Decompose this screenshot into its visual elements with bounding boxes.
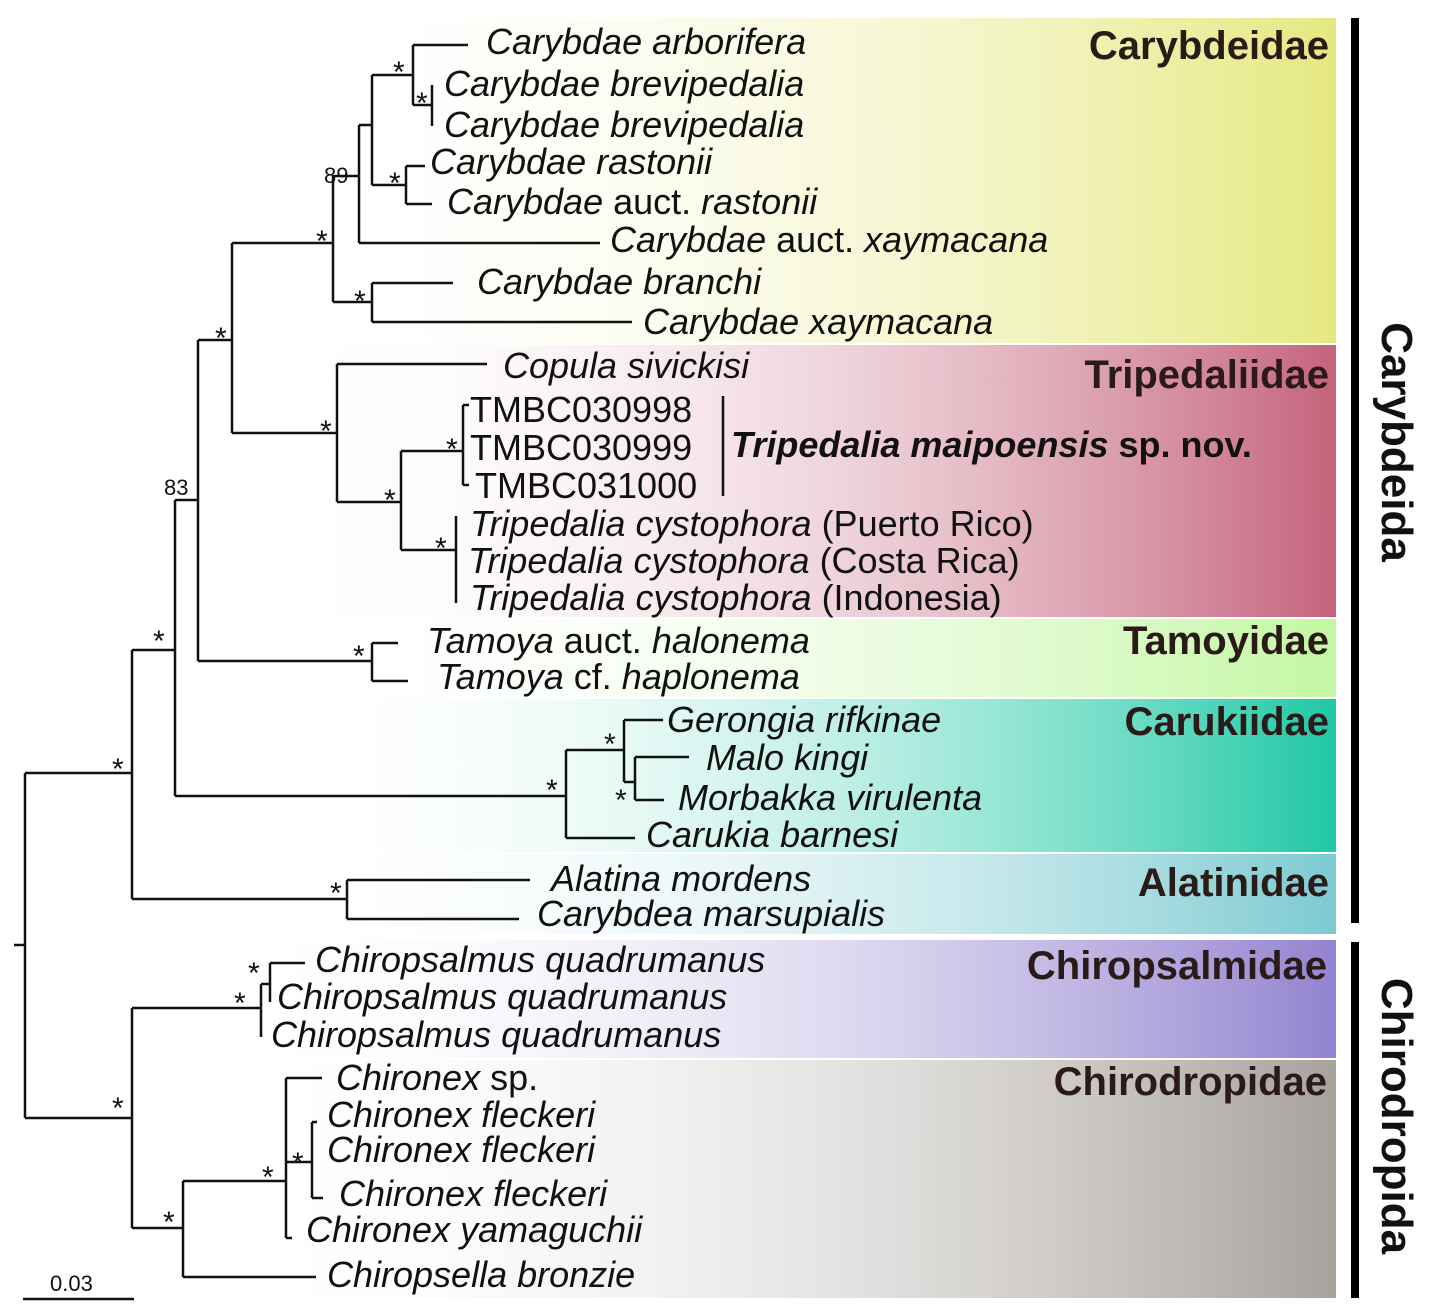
support-star: * (435, 532, 447, 565)
support-star: * (354, 285, 366, 318)
taxon-label: Carybdae rastonii (430, 141, 713, 182)
taxon-label: Carybdae branchi (477, 261, 762, 302)
taxon-label: Chiropsalmus quadrumanus (271, 1014, 721, 1055)
taxon-label: Carybdae arborifera (486, 21, 806, 62)
support-star: * (353, 640, 365, 673)
support-star: * (153, 625, 165, 658)
tamoyidae-band (280, 619, 1336, 697)
scale-bar-label: 0.03 (50, 1271, 93, 1296)
taxon-label: Carybdea marsupialis (537, 893, 885, 934)
taxon-label: Carybdae brevipedalia (444, 63, 804, 104)
support-star: * (234, 987, 246, 1020)
support-values: * * * 89 * * * * * * * 83 * * * * * * * … (112, 56, 627, 1239)
support-star: * (389, 167, 401, 200)
support-value-89: 89 (324, 163, 348, 188)
support-star: * (112, 753, 124, 786)
taxon-label: Chiropsalmus quadrumanus (277, 976, 727, 1017)
support-star: * (316, 225, 328, 258)
taxon-label: Copula sivickisi (503, 345, 750, 386)
support-star: * (416, 87, 428, 120)
carybdeidae-band (280, 18, 1336, 343)
taxon-label: Tripedalia cystophora (Costa Rica) (468, 540, 1020, 581)
new-species-label: Tripedalia maipoensis sp. nov. (731, 424, 1252, 465)
taxon-label: Tamoya auct. halonema (427, 620, 810, 661)
chirodropidae-band (230, 1060, 1336, 1298)
taxon-label: Tamoya cf. haplonema (437, 656, 800, 697)
family-label-tamoyidae: Tamoyidae (1123, 619, 1329, 663)
support-star: * (384, 484, 396, 517)
support-star: * (163, 1206, 175, 1239)
support-star: * (604, 728, 616, 761)
taxon-label: Chironex sp. (336, 1057, 538, 1098)
support-star: * (248, 957, 260, 990)
chirodropida-bar (1351, 942, 1359, 1298)
specimen-code: TMBC030999 (470, 427, 692, 468)
support-star: * (330, 877, 342, 910)
taxon-label: Chironex fleckeri (327, 1129, 596, 1170)
taxon-label: Gerongia rifkinae (667, 699, 941, 740)
support-star: * (546, 774, 558, 807)
order-label-chirodropida: Chirodropida (1372, 978, 1421, 1255)
taxon-label: Alatina mordens (549, 858, 811, 899)
support-value-83: 83 (164, 475, 188, 500)
support-star: * (112, 1092, 124, 1125)
taxon-label: Chironex fleckeri (339, 1173, 608, 1214)
family-labels: Carybdeidae Tripedaliidae Tamoyidae Caru… (1027, 24, 1329, 1104)
family-label-carybdeidae: Carybdeidae (1089, 24, 1329, 68)
taxon-label: Carybdae xaymacana (643, 301, 993, 342)
carukiidae-band (280, 699, 1336, 852)
family-label-chirodropidae: Chirodropidae (1054, 1060, 1327, 1104)
support-star: * (320, 415, 332, 448)
taxon-label: Morbakka virulenta (678, 777, 982, 818)
family-label-tripedaliidae: Tripedaliidae (1084, 353, 1329, 397)
taxon-label: Malo kingi (706, 737, 869, 778)
taxon-label: Carybdae auct. xaymacana (610, 219, 1048, 260)
taxon-label: Chironex yamaguchii (306, 1209, 643, 1250)
taxon-labels: Carybdae arborifera Carybdae brevipedali… (271, 21, 1252, 1295)
specimen-code: TMBC031000 (475, 465, 697, 506)
taxon-label: Carukia barnesi (646, 814, 899, 855)
support-star: * (393, 56, 405, 89)
family-label-alatinidae: Alatinidae (1138, 861, 1329, 905)
carybdeida-bar (1351, 18, 1359, 923)
support-star: * (615, 784, 627, 817)
support-star: * (292, 1147, 304, 1180)
taxon-label: Chiropsella bronzie (327, 1254, 635, 1295)
support-star: * (262, 1161, 274, 1194)
family-label-carukiidae: Carukiidae (1124, 700, 1329, 744)
taxon-label: Carybdae auct. rastonii (447, 181, 818, 222)
specimen-code: TMBC030998 (470, 389, 692, 430)
support-star: * (446, 433, 458, 466)
support-star: * (215, 322, 227, 355)
taxon-label: Carybdae brevipedalia (444, 104, 804, 145)
order-label-carybdeida: Carybdeida (1372, 322, 1421, 562)
taxon-label: Tripedalia cystophora (Indonesia) (470, 577, 1002, 618)
taxon-label: Tripedalia cystophora (Puerto Rico) (470, 503, 1034, 544)
alatinidae-band (280, 854, 1336, 934)
taxon-label: Chironex fleckeri (327, 1094, 596, 1135)
chiropsalmidae-band (230, 940, 1336, 1058)
taxon-label: Chiropsalmus quadrumanus (315, 939, 765, 980)
family-label-chiropsalmidae: Chiropsalmidae (1027, 944, 1327, 988)
tree-branches (14, 43, 725, 1279)
